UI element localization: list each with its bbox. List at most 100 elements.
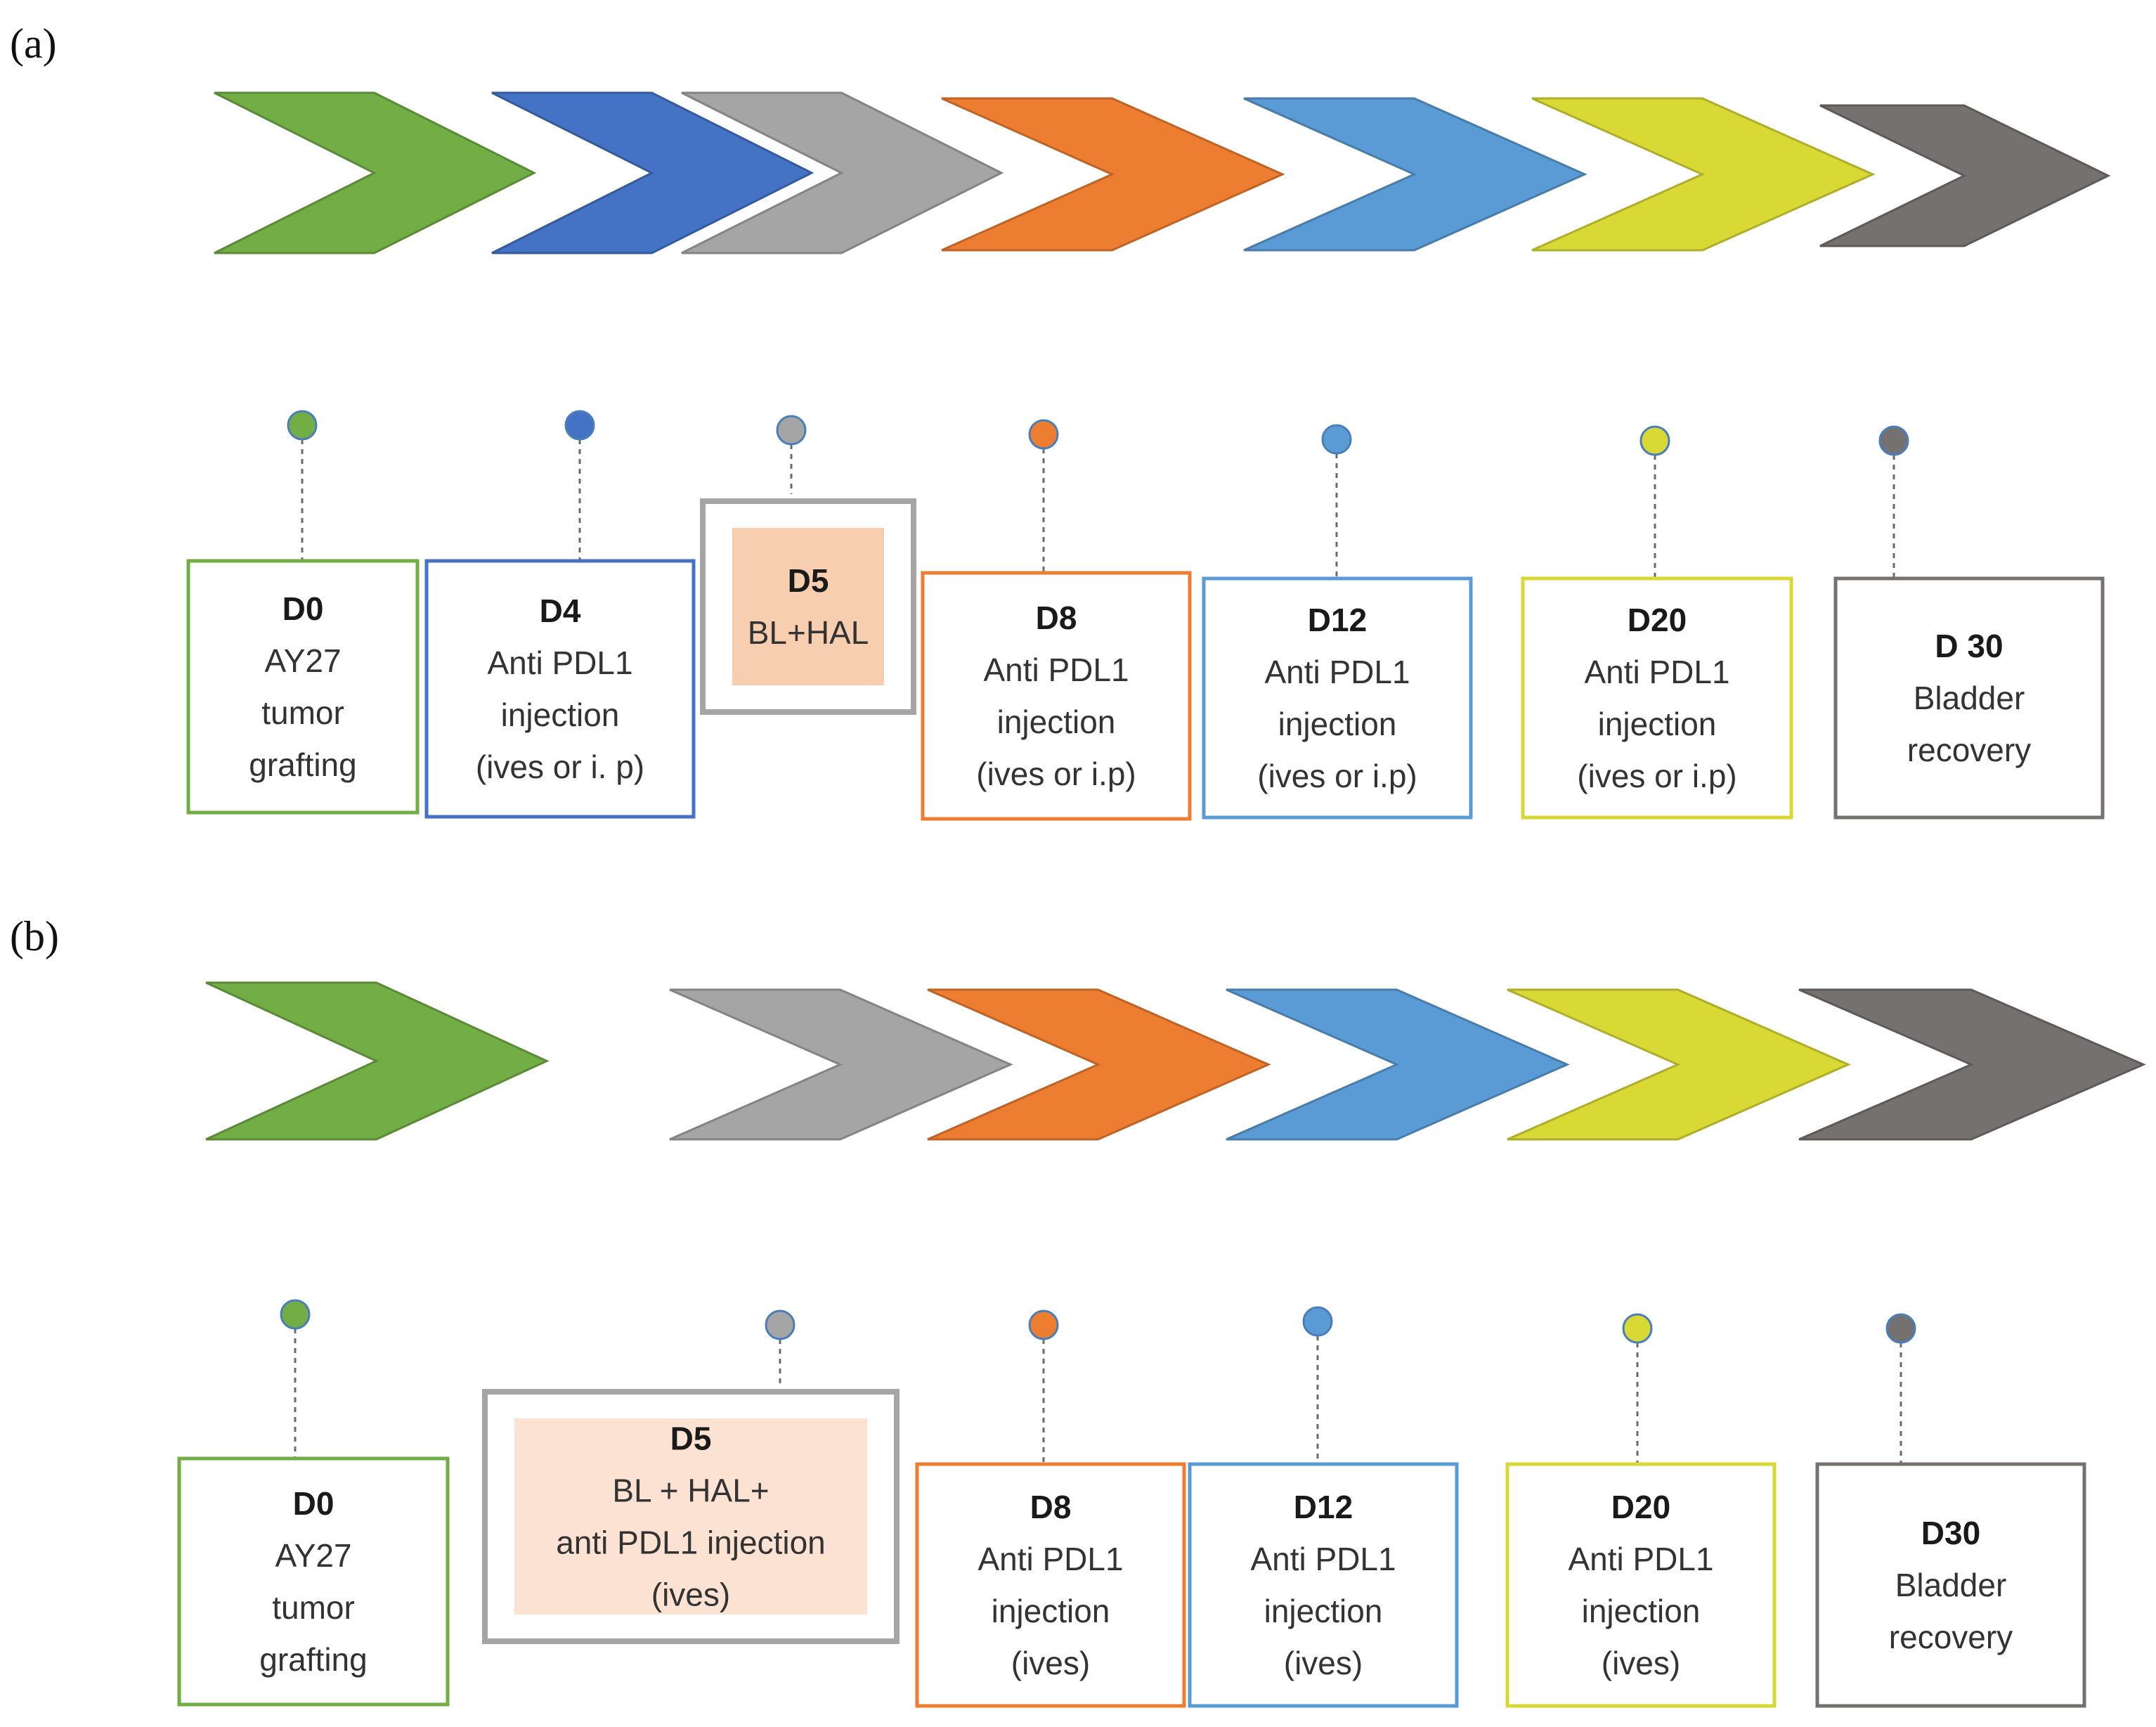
event-description-line: (ives or i. p) — [476, 749, 644, 785]
panel-b-marker-dot-3 — [1302, 1306, 1333, 1337]
panel-a-marker-dot-4 — [1321, 424, 1352, 455]
panel-a-chevron-orange — [941, 97, 1285, 252]
event-description-line: tumor — [272, 1589, 355, 1626]
panel-b-chevron-lightblue — [1226, 988, 1570, 1141]
panel-a-chevron-blue — [491, 91, 814, 254]
event-description-line: injection — [992, 1593, 1110, 1629]
event-day-label: D5 — [788, 562, 829, 599]
event-day-label: D4 — [540, 593, 581, 629]
event-description-line: grafting — [249, 746, 356, 783]
panel-b-chevron-green — [205, 981, 550, 1141]
event-day-label: D12 — [1308, 602, 1367, 638]
event-description-line: BL + HAL+ — [612, 1473, 769, 1509]
event-description-line: (ives) — [1011, 1645, 1090, 1681]
event-description-line: injection — [1582, 1593, 1701, 1629]
event-day-label: D20 — [1611, 1489, 1670, 1525]
event-description-line: Anti PDL1 — [1584, 654, 1729, 690]
event-box-frame — [1188, 1462, 1459, 1708]
event-description-line: (ives or i.p) — [976, 756, 1136, 792]
event-description-line: injection — [1264, 1593, 1383, 1629]
event-description-line: Anti PDL1 — [1250, 1541, 1396, 1577]
event-day-label: D30 — [1921, 1515, 1980, 1551]
panel-a-chevron-darkgray — [1819, 104, 2111, 247]
event-box-frame — [921, 571, 1192, 821]
panel-a-chevron-gray — [681, 91, 1004, 254]
panel-a-marker-dot-2 — [776, 415, 807, 446]
event-description-line: Anti PDL1 — [1264, 654, 1410, 690]
panel-a-marker-dot-6 — [1878, 425, 1909, 456]
event-description-line: recovery — [1889, 1619, 2013, 1655]
panel-b-chevron-yellow — [1507, 988, 1851, 1141]
event-description-line: Anti PDL1 — [978, 1541, 1123, 1577]
panel-b-label: (b) — [10, 913, 59, 959]
event-box-frame — [1505, 1462, 1777, 1708]
event-day-label: D5 — [670, 1421, 712, 1457]
panel-a-chevron-green — [214, 91, 537, 254]
event-day-label: D0 — [293, 1485, 335, 1522]
event-box-frame — [1815, 1462, 2086, 1708]
event-box-highlight — [732, 528, 884, 685]
panel-a-label: (a) — [10, 20, 57, 67]
event-description-line: (ives or i.p) — [1257, 758, 1417, 794]
event-description-line: injection — [501, 697, 620, 733]
event-description-line: Anti PDL1 — [487, 645, 632, 681]
event-description-line: Bladder — [1914, 680, 2025, 716]
event-description-line: tumor — [261, 694, 344, 731]
event-description-line: (ives) — [1284, 1645, 1363, 1681]
event-day-label: D20 — [1628, 602, 1687, 638]
panel-a-marker-dot-3 — [1028, 419, 1059, 450]
panel-a-chevron-yellow — [1531, 97, 1876, 252]
event-description-line: Anti PDL1 — [983, 652, 1129, 688]
event-description-line: anti PDL1 injection — [556, 1525, 826, 1561]
event-box-frame — [1202, 576, 1473, 820]
event-description-line: Anti PDL1 — [1568, 1541, 1713, 1577]
event-description-line: BL+HAL — [748, 614, 869, 651]
panel-b-chevron-orange — [927, 988, 1271, 1141]
event-description-line: (ives) — [651, 1577, 730, 1613]
panel-a-chevron-lightblue — [1243, 97, 1587, 252]
event-day-label: D0 — [283, 590, 324, 627]
panel-a-marker-dot-0 — [287, 410, 318, 441]
event-day-label: D8 — [1030, 1489, 1072, 1525]
panel-b-marker-dot-1 — [765, 1309, 795, 1340]
event-description-line: Bladder — [1895, 1567, 2007, 1603]
event-description-line: injection — [997, 704, 1116, 740]
event-description-line: injection — [1278, 706, 1397, 742]
event-box-frame — [1833, 576, 2105, 820]
event-description-line: (ives) — [1602, 1645, 1680, 1681]
event-box-frame — [915, 1462, 1186, 1708]
panel-a-marker-dot-1 — [564, 410, 595, 441]
event-day-label: D8 — [1036, 600, 1077, 636]
event-box-highlight — [514, 1418, 867, 1615]
event-box-frame — [1521, 576, 1793, 820]
panel-b-chevron-gray — [669, 988, 1013, 1141]
panel-b-chevron-darkgray — [1798, 988, 2146, 1141]
event-description-line: grafting — [259, 1641, 367, 1678]
panel-b-event-box-d5: D5 BL + HAL+ anti PDL1 injection (ives) — [482, 1389, 900, 1644]
event-day-label: D 30 — [1935, 628, 2003, 664]
panel-a-marker-dot-5 — [1639, 425, 1670, 456]
panel-b-marker-dot-4 — [1622, 1313, 1653, 1344]
panel-b-marker-dot-2 — [1028, 1309, 1059, 1340]
event-box-frame — [177, 1456, 450, 1707]
event-description-line: AY27 — [275, 1537, 351, 1574]
event-description-line: (ives or i.p) — [1577, 758, 1736, 794]
event-box-frame — [424, 559, 696, 819]
panel-b-marker-dot-0 — [280, 1299, 311, 1330]
event-day-label: D12 — [1294, 1489, 1353, 1525]
event-box-frame — [186, 559, 420, 815]
event-description-line: AY27 — [264, 642, 341, 679]
